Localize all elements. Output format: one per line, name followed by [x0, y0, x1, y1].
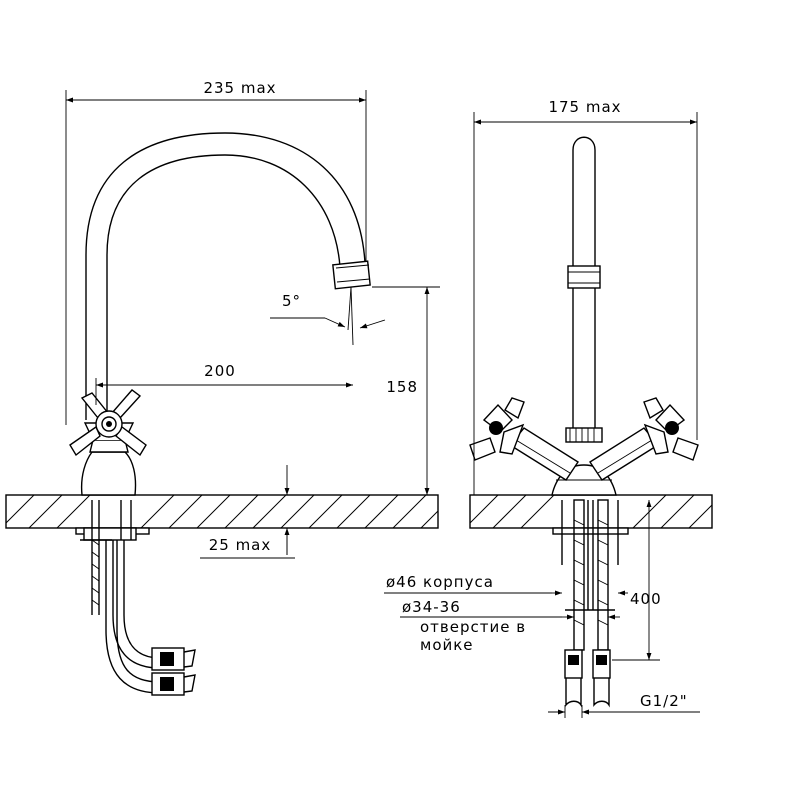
hatch-line [469, 494, 499, 524]
dim-angle-label: 5° [282, 292, 301, 310]
dim-hole-diameter-label: ø34-36 [402, 598, 461, 616]
dim-thread: G1/2" [548, 692, 700, 718]
left-valve [469, 397, 579, 481]
hatch-line [252, 494, 287, 529]
right-valve [589, 397, 699, 481]
hatch-line [688, 504, 713, 529]
countertop-hatching [5, 494, 439, 529]
dim-width-max: 235 max [65, 79, 367, 425]
hatch-line [364, 494, 399, 529]
hatch-line [336, 494, 371, 529]
hatch-line [392, 494, 427, 529]
front-view: 175 max 400 ø46 корпуса ø34-36 отверстие… [384, 98, 713, 718]
dim-width-max-label: 235 max [203, 79, 276, 97]
hatch-line [28, 494, 63, 529]
dim-reach-label: 200 [204, 362, 236, 380]
hose-fittings-side [151, 647, 196, 696]
mounting-parts-front [552, 499, 629, 651]
dim-hole-note-line2: мойке [420, 636, 474, 654]
hatch-line [660, 494, 695, 529]
dim-angle: 5° [270, 286, 386, 346]
hatch-line [196, 494, 231, 529]
hose-fittings-front [564, 649, 611, 708]
dim-height: 158 [372, 286, 440, 495]
dim-hole-note-line1: отверстие в [420, 618, 526, 636]
hatch-line [5, 494, 35, 524]
hatch-line [308, 494, 343, 529]
hatch-line [140, 494, 175, 529]
dim-thickness-label: 25 max [209, 536, 272, 554]
countertop-side [5, 494, 439, 529]
dim-thickness: 25 max [200, 465, 295, 559]
dim-depth-max: 175 max [473, 98, 698, 495]
dim-hole-diameter: ø34-36 отверстие в мойке [400, 598, 620, 654]
hatch-line [492, 494, 527, 529]
dim-body-diameter-label: ø46 корпуса [386, 573, 494, 591]
dim-depth-max-label: 175 max [548, 98, 621, 116]
mounting-parts-side [75, 500, 161, 694]
hatch-line [56, 494, 91, 529]
dim-reach: 200 [95, 362, 353, 405]
dim-thread-label: G1/2" [640, 692, 688, 710]
hatch-line [632, 494, 667, 529]
hatch-line [520, 494, 555, 529]
dim-hose-length-label: 400 [630, 590, 662, 608]
dim-height-label: 158 [386, 378, 418, 396]
dim-body-diameter: ø46 корпуса [384, 573, 628, 596]
spout [85, 132, 371, 420]
spout-front [565, 136, 603, 443]
dim-hose-length: 400 [612, 500, 662, 661]
hatch-line [224, 494, 259, 529]
hatch-line [168, 494, 203, 529]
hatch-line [420, 510, 439, 529]
cross-handle [69, 389, 147, 457]
hatch-line [280, 494, 315, 529]
countertop-front [469, 494, 713, 529]
side-view: 235 max 5° 200 158 25 [5, 79, 440, 696]
countertop-hatching-front [469, 494, 713, 529]
